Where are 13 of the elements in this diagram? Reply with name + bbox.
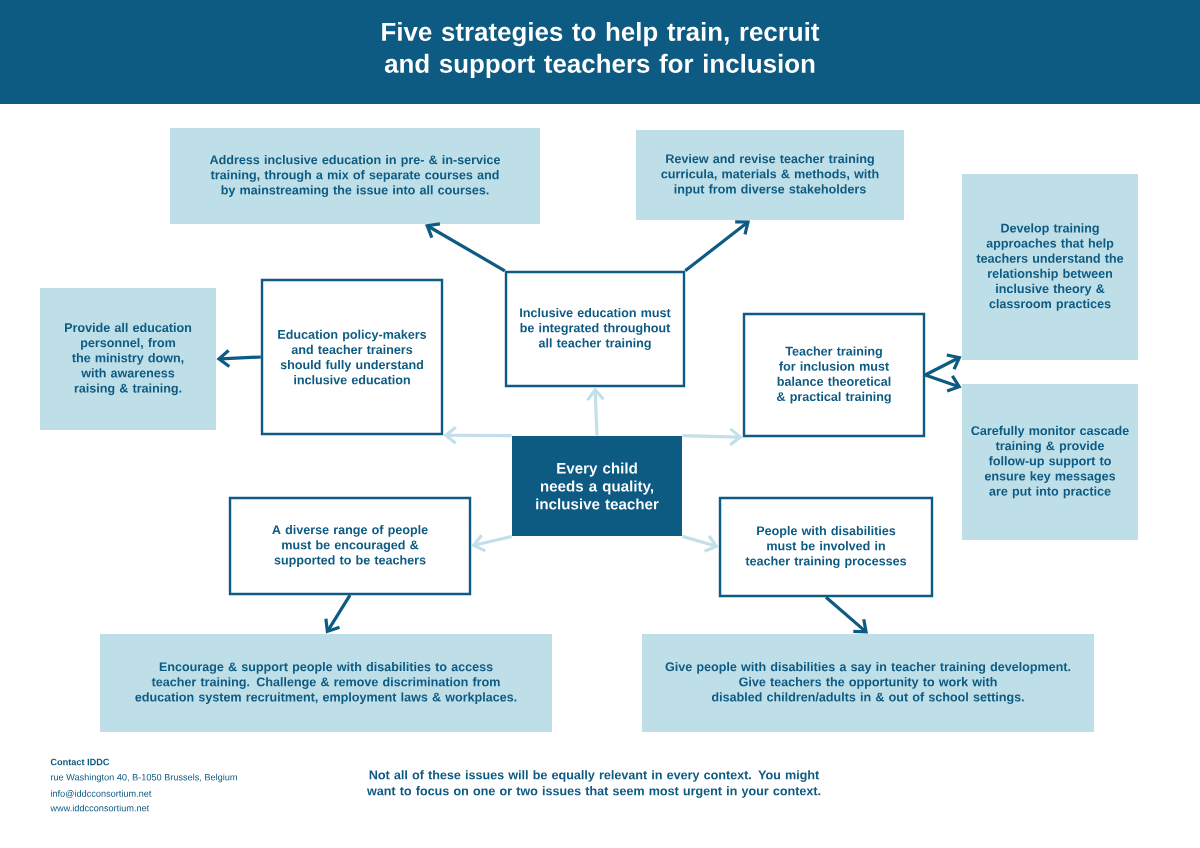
- arrow: [924, 353, 962, 377]
- arrow: [824, 596, 868, 634]
- arrow: [681, 534, 719, 553]
- arrow: [586, 387, 605, 436]
- arrow: [443, 426, 512, 445]
- arrow: [471, 534, 512, 553]
- arrow: [684, 220, 750, 273]
- arrow: [216, 349, 261, 368]
- arrow: [425, 222, 506, 273]
- arrow: [682, 427, 743, 447]
- arrow: [924, 373, 962, 393]
- title-banner: Five strategies to help train, recruit and support teachers for inclusion: [0, 0, 1200, 104]
- arrow: [324, 594, 352, 634]
